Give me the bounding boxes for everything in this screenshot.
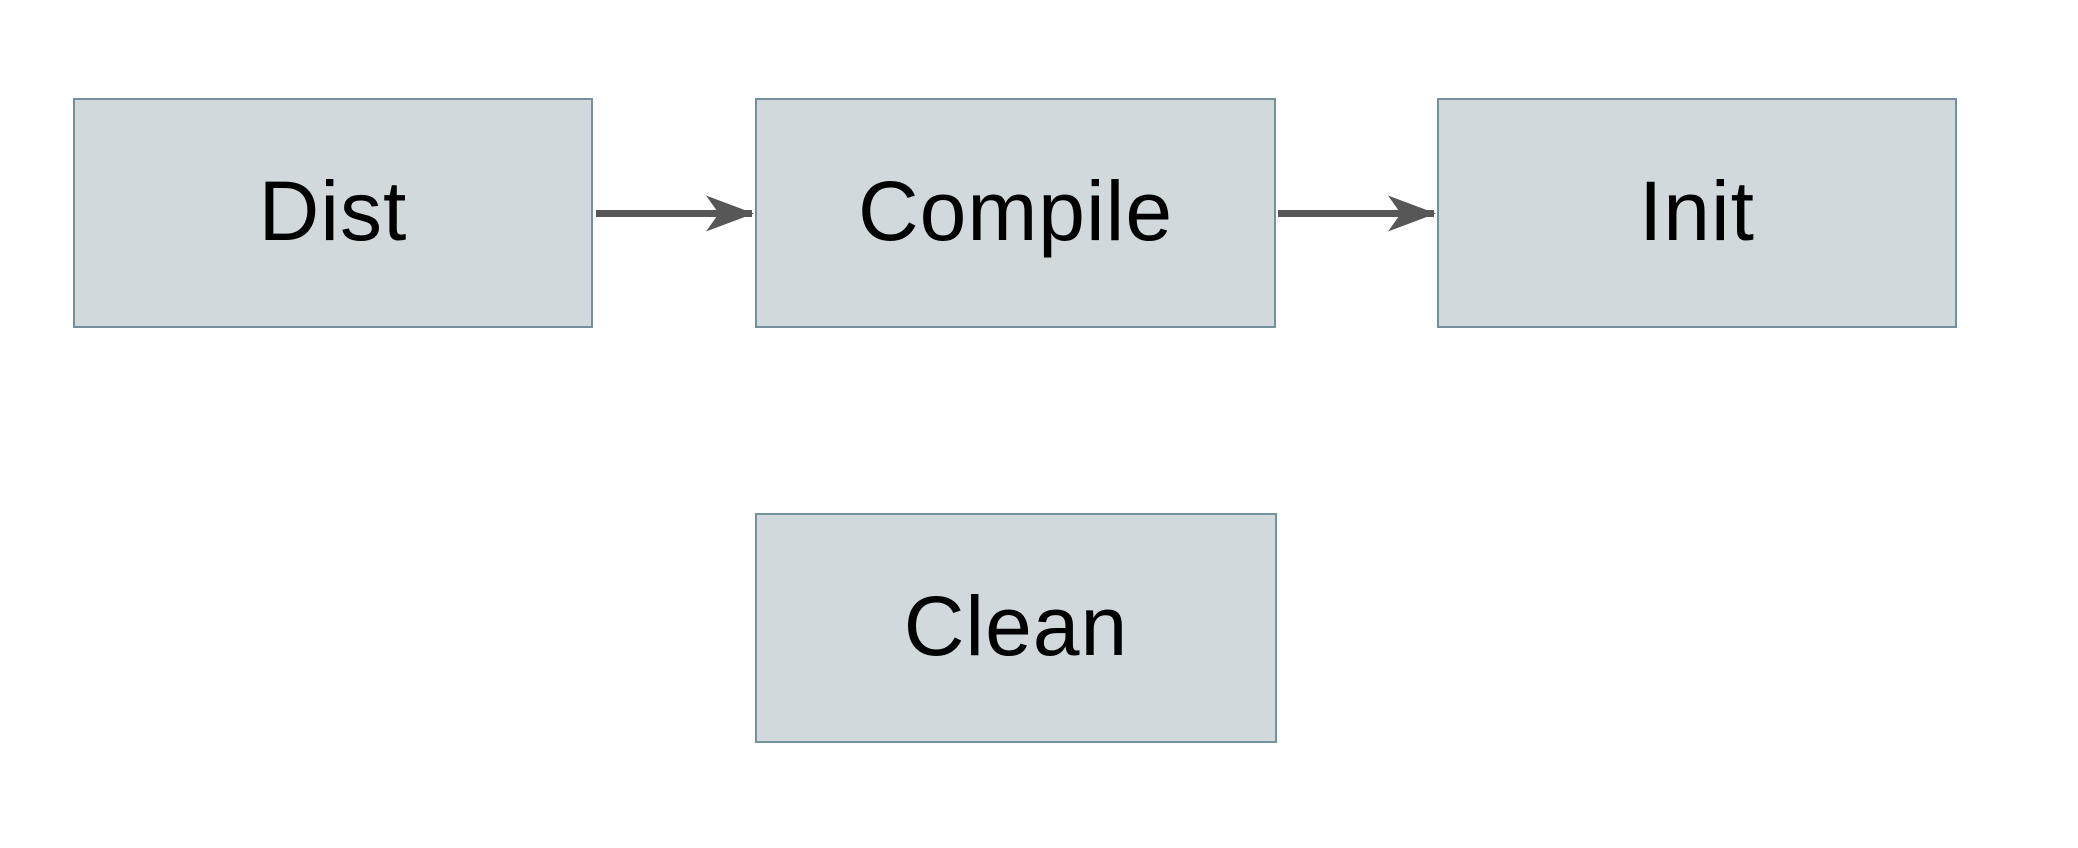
- node-compile-label: Compile: [857, 164, 1174, 258]
- node-clean-label: Clean: [903, 579, 1129, 673]
- node-dist-label: Dist: [258, 164, 408, 258]
- node-init-label: Init: [1638, 164, 1756, 258]
- node-compile[interactable]: Compile: [755, 98, 1276, 328]
- node-dist[interactable]: Dist: [73, 98, 593, 328]
- node-clean[interactable]: Clean: [755, 513, 1277, 743]
- node-init[interactable]: Init: [1437, 98, 1957, 328]
